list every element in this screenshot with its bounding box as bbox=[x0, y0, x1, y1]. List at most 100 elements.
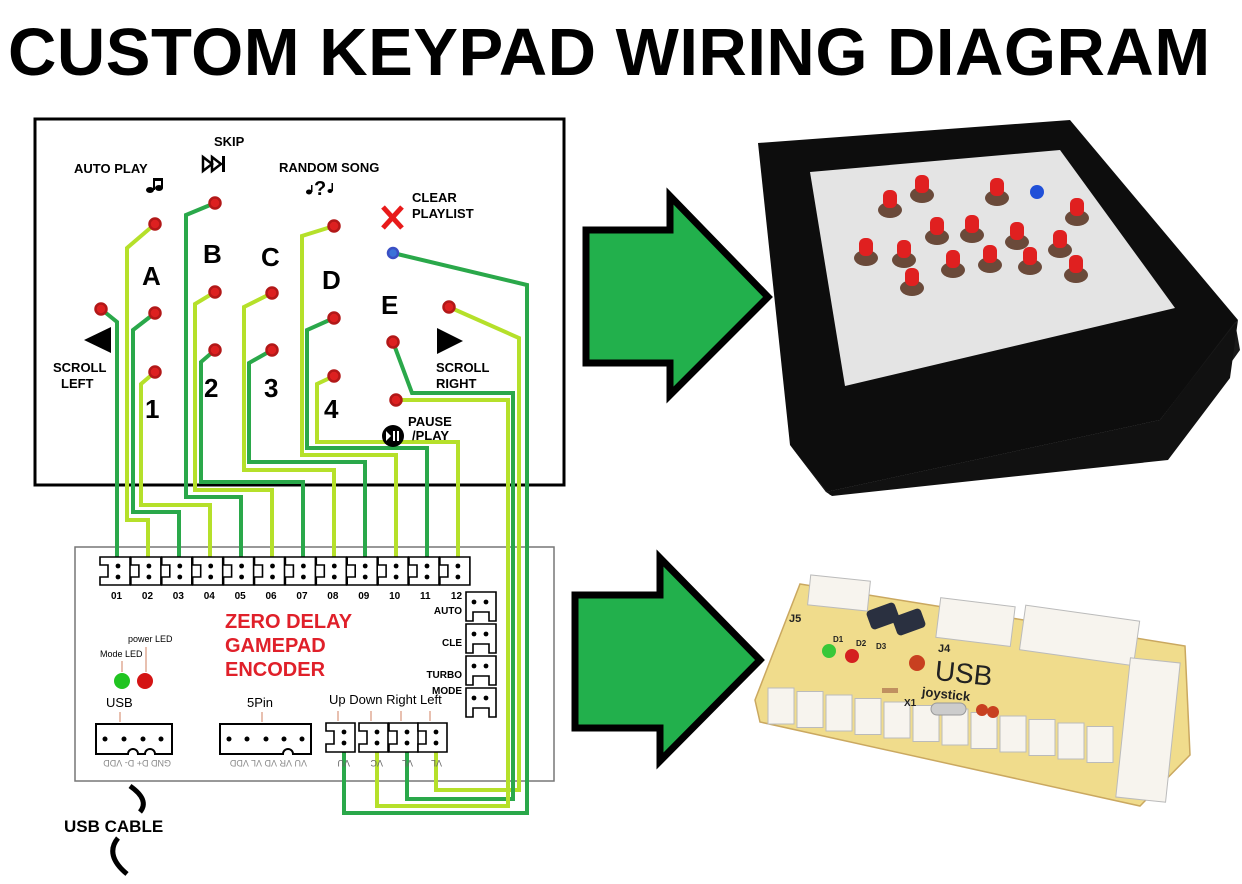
connector-pin bbox=[455, 574, 461, 580]
connector-09 bbox=[346, 556, 378, 586]
pcb-connector bbox=[1028, 719, 1056, 756]
connector-label: 08 bbox=[327, 591, 339, 602]
photo-button-base bbox=[941, 262, 965, 278]
keypad-button bbox=[208, 285, 222, 299]
connector-04 bbox=[191, 556, 224, 586]
connector-label: 10 bbox=[389, 591, 401, 602]
connector-shell bbox=[99, 556, 131, 586]
clear-x-icon bbox=[381, 205, 404, 230]
photo-button-base bbox=[960, 227, 984, 243]
direction-port-pin bbox=[433, 729, 439, 735]
connector-pin bbox=[331, 574, 337, 580]
photo-button bbox=[883, 190, 897, 208]
connector-pin bbox=[239, 574, 245, 580]
side-port-pin bbox=[471, 695, 477, 701]
random-music-icon: ? bbox=[306, 178, 333, 200]
connector-pin bbox=[270, 574, 275, 580]
wire bbox=[193, 290, 274, 563]
direction-port-pin bbox=[433, 740, 439, 746]
letter-e: E bbox=[381, 290, 398, 320]
connector-pin bbox=[270, 563, 275, 569]
keypad-button bbox=[327, 311, 341, 325]
letter-a: A bbox=[142, 261, 161, 291]
number-2: 2 bbox=[204, 373, 218, 403]
arrow-to-pcb-photo-icon bbox=[571, 549, 765, 770]
photo-button-base bbox=[892, 252, 916, 268]
connector-pin bbox=[177, 574, 183, 580]
pcb-connector bbox=[796, 691, 824, 728]
connector-pin bbox=[362, 563, 368, 569]
usb-port bbox=[95, 723, 173, 755]
pause-play-label-2: /PLAY bbox=[412, 428, 449, 443]
random-song-label: RANDOM SONG bbox=[279, 160, 379, 175]
connector-pin bbox=[424, 563, 430, 569]
power-led bbox=[137, 673, 153, 689]
connector-shell bbox=[161, 556, 193, 586]
connector-pin bbox=[455, 563, 461, 569]
connector-label: 04 bbox=[204, 591, 216, 602]
connector-pin bbox=[115, 563, 121, 569]
direction-port-pin bbox=[374, 740, 380, 746]
wire bbox=[342, 251, 529, 815]
pcb-joystick-text: joystick bbox=[920, 684, 971, 704]
keypad-button bbox=[208, 196, 222, 210]
wire bbox=[247, 348, 367, 563]
wire bbox=[391, 341, 515, 801]
encoder-title-3: ENCODER bbox=[225, 659, 326, 681]
pcb-connector bbox=[883, 701, 911, 739]
wire bbox=[184, 201, 243, 563]
pcb-connector bbox=[825, 694, 853, 732]
connector-02 bbox=[130, 556, 162, 586]
connector-10 bbox=[377, 556, 409, 586]
pcb-ref-j5: J5 bbox=[789, 613, 801, 625]
connector-pin bbox=[146, 563, 152, 569]
side-port-turbo: TURBO bbox=[426, 655, 497, 686]
connector-pin bbox=[239, 563, 245, 569]
direction-port-pin bbox=[341, 729, 347, 735]
connector-01 bbox=[99, 556, 131, 586]
wire bbox=[139, 370, 212, 563]
connector-shell bbox=[346, 556, 378, 586]
connector-pin bbox=[301, 574, 306, 580]
encoder-title-2: GAMEPAD bbox=[225, 635, 326, 657]
usb-label: USB bbox=[106, 695, 133, 710]
keypad-button bbox=[94, 302, 108, 316]
photo-button-base bbox=[900, 280, 924, 296]
connector-shell bbox=[130, 556, 162, 586]
photo-button-base bbox=[910, 187, 934, 203]
photo-button-base bbox=[1065, 210, 1089, 226]
pcb-ref-x1: X1 bbox=[904, 698, 917, 709]
pcb-connector bbox=[767, 687, 795, 725]
keypad-panel bbox=[33, 117, 566, 487]
keypad-button bbox=[327, 219, 341, 233]
direction-port-label: VU bbox=[337, 758, 350, 768]
side-port-pin bbox=[483, 599, 489, 605]
side-port-auto: AUTO bbox=[434, 591, 497, 622]
photo-button-base bbox=[878, 202, 902, 218]
photo-button-base bbox=[978, 257, 1002, 273]
photo-button-blue bbox=[1030, 185, 1044, 199]
encoder-title-1: ZERO DELAY bbox=[225, 611, 353, 633]
connector-12 bbox=[439, 556, 471, 586]
side-port-shell bbox=[465, 655, 497, 686]
connector-shell bbox=[439, 556, 471, 586]
connector-pin bbox=[362, 574, 368, 580]
pcb-connector bbox=[1057, 722, 1085, 760]
side-port-label: TURBO bbox=[426, 670, 462, 681]
photo-button-base bbox=[854, 250, 878, 266]
pcb-ref-j4: J4 bbox=[938, 643, 951, 655]
wire bbox=[199, 348, 305, 563]
direction-port: VU bbox=[325, 711, 356, 768]
photo-button bbox=[905, 268, 919, 286]
keypad-box-photo bbox=[758, 120, 1240, 496]
letter-d: D bbox=[322, 265, 341, 295]
direction-port-shell bbox=[388, 722, 419, 753]
connector-05 bbox=[222, 556, 255, 586]
wires bbox=[99, 201, 529, 815]
connector-pin bbox=[146, 574, 152, 580]
connector-shell bbox=[253, 556, 286, 586]
direction-label: Up Down Right Left bbox=[329, 692, 442, 707]
direction-port-shell bbox=[358, 722, 389, 753]
photo-button-base bbox=[985, 190, 1009, 206]
